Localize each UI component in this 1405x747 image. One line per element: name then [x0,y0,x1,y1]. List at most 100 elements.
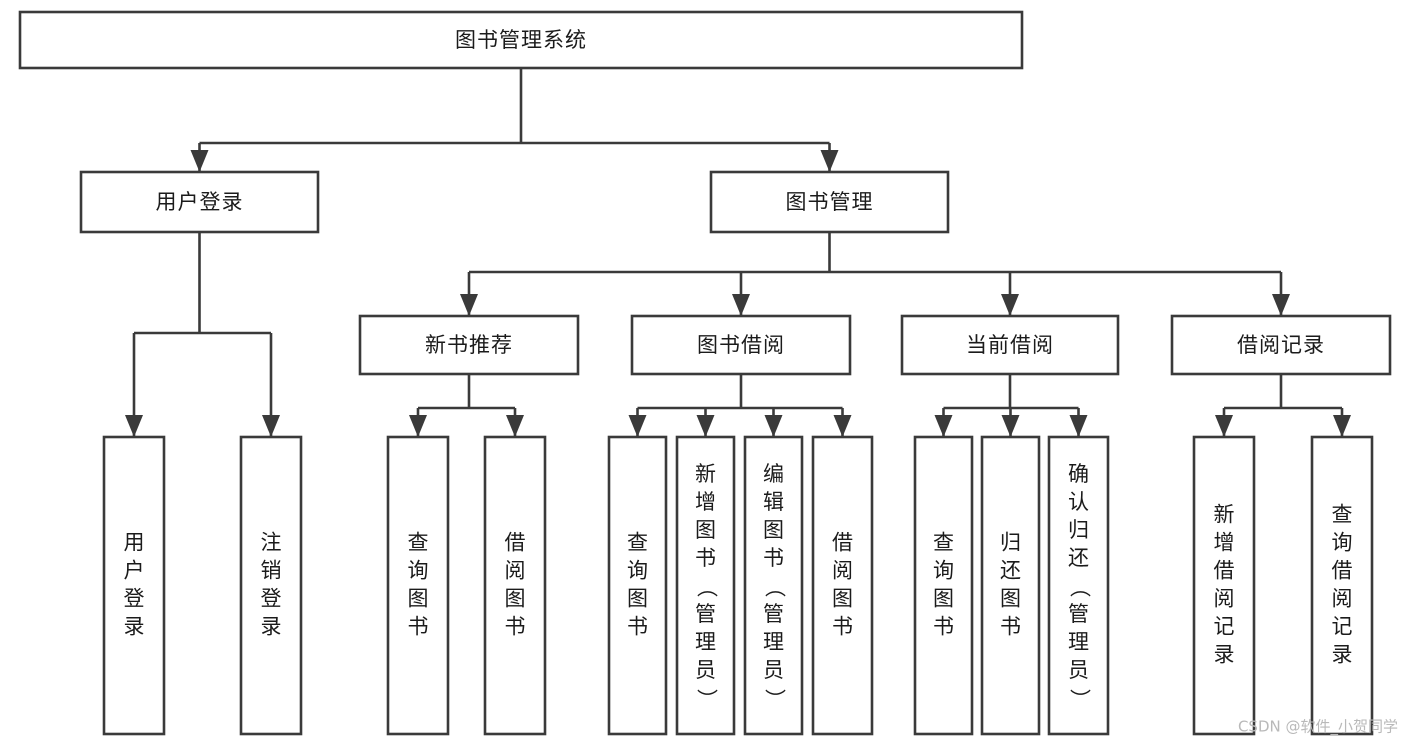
node-label-book-borrow: 图书借阅 [697,333,785,357]
arrow-head-icon [1069,415,1088,437]
node-label-root: 图书管理系统 [455,28,587,52]
arrow-head-icon [1001,294,1019,316]
node-label-char: 书 [763,546,784,570]
node-label-user-login: 用户登录 [156,190,244,214]
node-label-char: 图 [695,518,716,542]
node-box-leaf-rec-query-record [1310,435,1374,736]
node-label-char: 理 [695,630,716,654]
node-label-char: 员 [763,658,784,682]
arrow-head-icon [506,415,524,437]
node-label-char: 管 [1068,602,1089,626]
node-label-char: 查 [933,531,954,555]
node-new-book-rec[interactable]: 新书推荐 [358,314,580,376]
node-root[interactable]: 图书管理系统 [18,10,1024,70]
arrow-head-icon [696,415,715,437]
node-label-book-manage: 图书管理 [786,190,874,214]
node-label-char: 还 [1000,559,1021,583]
node-label-char: 阅 [1332,587,1353,611]
node-label-char: 图 [1000,587,1021,611]
arrow-head-icon [764,415,783,437]
node-label-char: 管 [763,602,784,626]
node-label-char: 记 [1214,615,1235,639]
node-box-leaf-borrow-borrow-book [811,435,874,736]
node-box-new-book-rec [358,314,580,376]
node-label-char: 新 [1214,503,1235,527]
arrow-head-icon [1272,294,1290,316]
node-label-char: 登 [124,587,145,611]
node-label-char: 查 [408,531,429,555]
node-label-char: 借 [1214,559,1235,583]
arrow-head-icon [460,294,478,316]
node-label-char: （ [695,577,719,598]
node-box-leaf-rec-add-record [1192,435,1256,736]
node-label-char: 书 [505,615,526,639]
arrow-head-icon [1215,415,1233,437]
node-label-char: 书 [695,546,716,570]
node-current-borrow[interactable]: 当前借阅 [900,314,1120,376]
node-box-leaf-rec-borrow-book [483,435,547,736]
node-box-book-borrow [630,314,852,376]
node-book-manage[interactable]: 图书管理 [709,170,950,234]
node-label-char: 员 [1068,658,1089,682]
node-leaf-user-login[interactable]: 用户登录 [102,435,166,736]
node-box-leaf-cur-query-book [913,435,974,736]
node-label-char: 注 [261,531,282,555]
node-label-char: 借 [1332,559,1353,583]
node-label-char: 登 [261,587,282,611]
node-label-char: 确 [1068,462,1089,486]
node-label-char: 录 [1332,643,1353,667]
node-user-login[interactable]: 用户登录 [79,170,320,234]
arrow-head-icon [833,415,852,437]
arrow-head-icon [125,415,143,437]
node-label-char: 借 [505,531,526,555]
node-label-char: 图 [933,587,954,611]
node-label-char: 记 [1332,615,1353,639]
connectors-layer [125,68,1351,437]
node-label-char: 销 [261,559,282,583]
node-box-leaf-borrow-add-book [675,435,736,736]
node-label-char: 阅 [832,559,853,583]
node-box-current-borrow [900,314,1120,376]
node-label-char: 还 [1068,546,1089,570]
node-box-leaf-cur-return-book [980,435,1041,736]
node-box-leaf-borrow-edit-book [743,435,804,736]
node-label-char: 询 [1332,531,1353,555]
node-label-char: 书 [408,615,429,639]
node-box-leaf-cur-confirm-return [1047,435,1110,736]
node-label-char: 阅 [1214,587,1235,611]
node-label-char: （ [763,577,787,598]
node-label-char: ） [695,689,719,710]
node-box-leaf-user-logout [239,435,303,736]
node-label-char: 录 [261,615,282,639]
node-label-char: 查 [627,531,648,555]
node-label-char: 理 [763,630,784,654]
node-book-borrow[interactable]: 图书借阅 [630,314,852,376]
node-label-char: 询 [408,559,429,583]
arrow-head-icon [1333,415,1351,437]
arrow-head-icon [820,150,839,172]
arrow-head-icon [934,415,953,437]
node-label-char: 书 [1000,615,1021,639]
node-label-char: 图 [627,587,648,611]
node-label-char: 员 [695,658,716,682]
node-box-borrow-record [1170,314,1392,376]
node-box-book-manage [709,170,950,234]
node-label-char: 录 [1214,643,1235,667]
arrow-head-icon [190,150,209,172]
arrow-head-icon [628,415,647,437]
node-borrow-record[interactable]: 借阅记录 [1170,314,1392,376]
